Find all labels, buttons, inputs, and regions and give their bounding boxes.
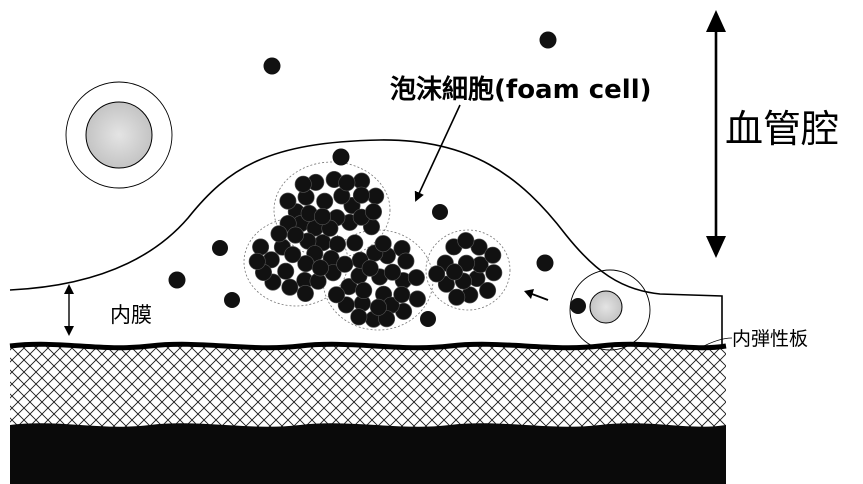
migration-arrow-icon: [524, 289, 548, 300]
lipid-droplet: [394, 286, 410, 302]
lipid-droplet: [429, 266, 445, 282]
lipid-droplet: [317, 193, 333, 209]
lipid-droplet: [446, 264, 462, 280]
lipid-droplet: [362, 260, 378, 276]
foam-cell-pointer-icon: [416, 105, 460, 200]
lipid-droplet: [486, 265, 502, 281]
lipid-droplet: [312, 260, 328, 276]
lipid-droplet: [329, 236, 345, 252]
lipid-droplet: [287, 227, 303, 243]
lipid-droplet: [339, 175, 355, 191]
adventitia-layer: [10, 423, 726, 484]
intima-thickness-arrow-icon: [64, 284, 74, 336]
lipid-droplet: [337, 256, 353, 272]
lipid-droplet: [295, 176, 311, 192]
lipid-droplet: [252, 239, 268, 255]
lipid-droplet: [282, 279, 298, 295]
lipid-droplet: [408, 269, 424, 285]
lipid-droplet: [328, 287, 344, 303]
lipid-droplet: [384, 264, 400, 280]
lipid-droplet: [409, 291, 425, 307]
lumen-arrow-icon: [706, 10, 726, 258]
lipid-droplet: [479, 282, 495, 298]
lipid-droplet: [370, 299, 386, 315]
lipid-droplet: [356, 282, 372, 298]
media-layer: [10, 344, 726, 435]
lipid-droplet: [353, 187, 369, 203]
lipid-droplet: [449, 289, 465, 305]
lumen-label: 血管腔: [725, 107, 839, 151]
lipid-droplet: [278, 263, 294, 279]
lipid-droplet: [398, 253, 414, 269]
lipid-droplet: [280, 193, 296, 209]
lipid-droplet: [271, 226, 287, 242]
lipid-droplet: [351, 309, 367, 325]
floating-cell: [66, 82, 172, 188]
intima-label: 内膜: [110, 303, 152, 327]
lipid-droplet: [458, 232, 474, 248]
lipid-droplet: [249, 253, 265, 269]
lipid-droplet: [297, 285, 313, 301]
lipid-droplet: [375, 235, 391, 251]
lipid-droplet: [347, 235, 363, 251]
foam-cell-label: 泡沫細胞(foam cell): [390, 74, 652, 105]
lipid-droplets: [249, 171, 502, 327]
lipid-droplet: [314, 208, 330, 224]
lipid-droplet: [365, 204, 381, 220]
lipid-droplet: [285, 246, 301, 262]
lipid-droplet: [485, 247, 501, 263]
lipid-droplet: [368, 188, 384, 204]
internal-elastic-lamina-label: 内弾性板: [732, 328, 808, 350]
